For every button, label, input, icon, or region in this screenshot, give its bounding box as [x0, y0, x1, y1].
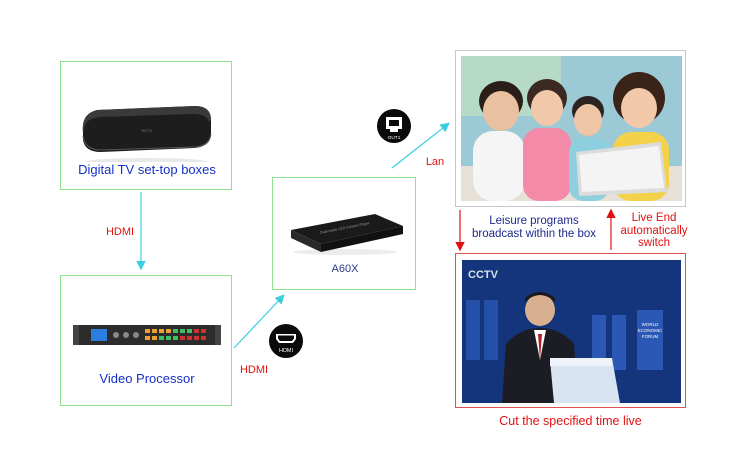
live-line-1: Live End: [631, 212, 677, 224]
settop-box-panel: HDTV Digital TV set-top boxes: [60, 61, 232, 190]
video-processor-panel: Video Processor: [60, 275, 232, 406]
channel-logo: CCTV: [468, 269, 499, 281]
player-to-family-arrow: [391, 122, 450, 169]
hdmi-port-icon: HDMI: [269, 324, 303, 358]
cut-live-label: Cut the specified time live: [499, 414, 642, 428]
live-line-3: switch: [638, 237, 670, 249]
a60x-label: A60X: [331, 263, 359, 275]
live-end-annotation: Live End automatically switch: [614, 212, 694, 250]
banner-word-1: WORLD: [642, 322, 660, 327]
video-processor-illustration: [73, 325, 221, 345]
hdmi-port-text: HDMI: [279, 348, 294, 354]
video-processor-label: Video Processor: [99, 371, 195, 386]
live-line-2: automatically: [620, 224, 688, 237]
settop-badge: HDTV: [142, 128, 153, 133]
a60x-device-illustration: Dual-mode LED Content Player: [291, 214, 403, 255]
live-broadcast-image: WORLD ECONOMIC FORUM CCTV: [462, 260, 681, 403]
hdmi-label-diagonal: HDMI: [239, 364, 269, 376]
settop-label: Digital TV set-top boxes: [78, 162, 216, 177]
lan-port-icon: OUT1: [377, 109, 411, 143]
a60x-player-panel: Dual-mode LED Content Player A60X: [272, 177, 416, 290]
leisure-annotation: Leisure programs broadcast within the bo…: [459, 215, 609, 241]
lan-label: Lan: [425, 156, 445, 168]
leisure-line-1: Leisure programs: [489, 215, 579, 227]
processor-to-player-arrow: [233, 294, 285, 349]
settop-box-illustration: HDTV: [82, 106, 212, 162]
family-photo: [461, 56, 682, 201]
lan-port-text: OUT1: [388, 135, 401, 141]
hdmi-label-vertical: HDMI: [105, 226, 135, 238]
family-photo-panel: [455, 50, 686, 207]
banner-word-2: ECONOMIC: [638, 328, 664, 333]
banner-word-3: FORUM: [642, 334, 659, 339]
leisure-line-2: broadcast within the box: [471, 228, 597, 240]
live-broadcast-panel: WORLD ECONOMIC FORUM CCTV: [455, 253, 686, 408]
